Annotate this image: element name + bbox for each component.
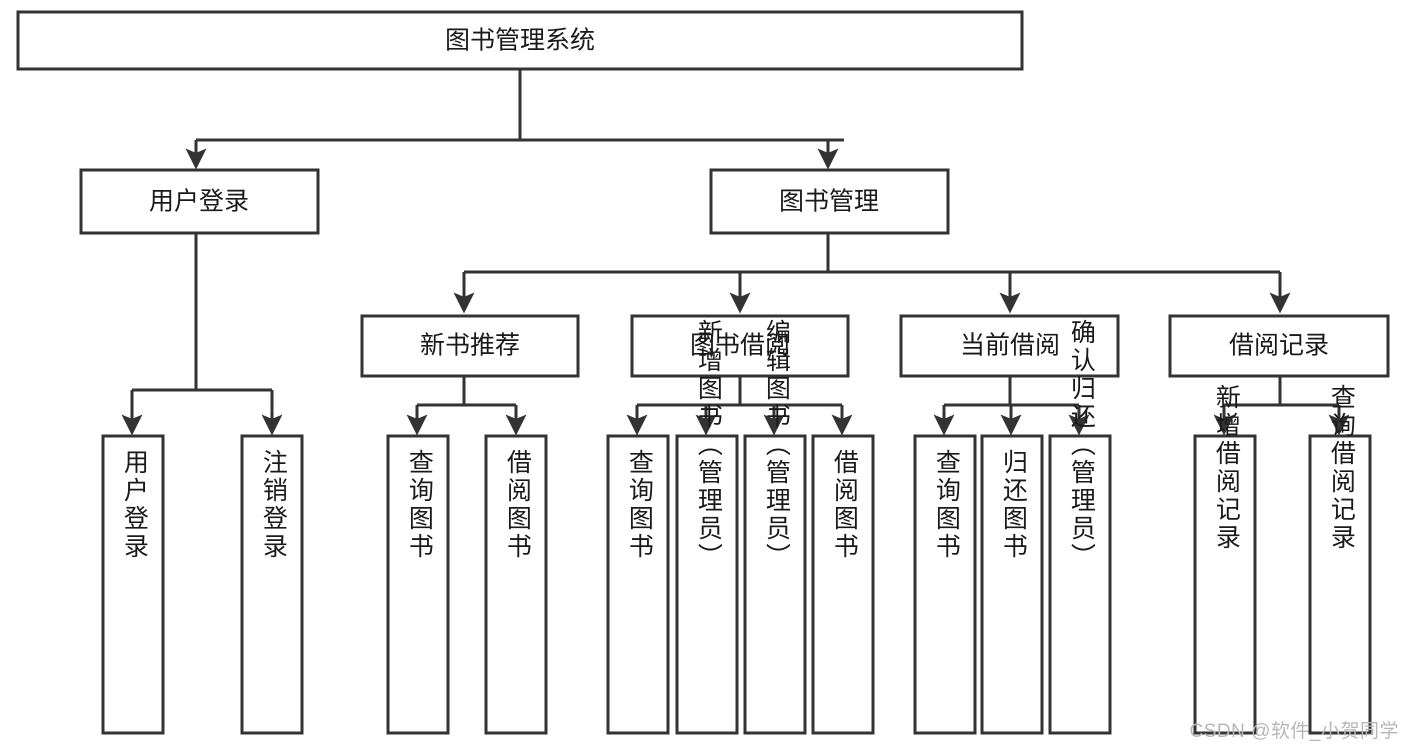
- node-leaf-query-book-1-label: 查询图书: [405, 449, 434, 561]
- node-leaf-add-book[interactable]: 新增图书（管理员）: [675, 319, 739, 735]
- node-leaf-return-book-label: 归还图书: [999, 449, 1028, 561]
- edge-borrow-record-children: [1213, 376, 1350, 436]
- node-leaf-logout-login-label: 注销登录: [259, 449, 288, 561]
- node-leaf-user-login[interactable]: 用户登录: [101, 434, 165, 735]
- node-book-manage[interactable]: 图书管理: [709, 168, 950, 235]
- node-leaf-user-login-label: 用户登录: [120, 449, 149, 561]
- node-current-borrow-label: 当前借阅: [960, 332, 1060, 360]
- node-leaf-borrow-book-2[interactable]: 借阅图书: [811, 434, 875, 735]
- node-leaf-query-book-3[interactable]: 查询图书: [913, 434, 977, 735]
- node-user-login[interactable]: 用户登录: [79, 168, 320, 235]
- node-leaf-query-record-label: 查询借阅记录: [1327, 384, 1356, 552]
- node-leaf-edit-book[interactable]: 编辑图书（管理员）: [743, 319, 807, 735]
- node-borrow-record-label: 借阅记录: [1229, 332, 1329, 360]
- node-leaf-query-record[interactable]: 查询借阅记录: [1308, 384, 1372, 735]
- node-leaf-query-book-2[interactable]: 查询图书: [606, 434, 670, 735]
- node-leaf-add-book-label: 新增图书（管理员）: [694, 319, 723, 571]
- node-leaf-add-record[interactable]: 新增借阅记录: [1193, 384, 1257, 735]
- node-user-login-label: 用户登录: [149, 188, 249, 216]
- node-leaf-borrow-book-2-label: 借阅图书: [830, 449, 859, 561]
- node-book-borrow-label: 图书借阅: [690, 332, 790, 360]
- edge-book-borrow-children: [626, 376, 853, 436]
- node-borrow-record[interactable]: 借阅记录: [1168, 314, 1390, 378]
- node-leaf-confirm-return-label: 确认归还（管理员）: [1067, 319, 1096, 571]
- node-book-manage-label: 图书管理: [779, 188, 879, 216]
- node-root-label: 图书管理系统: [445, 27, 595, 55]
- node-leaf-edit-book-label: 编辑图书（管理员）: [762, 319, 791, 571]
- csdn-watermark: CSDN @软件_小贺同学: [1189, 721, 1399, 742]
- edge-new-book-children: [406, 376, 527, 436]
- node-leaf-confirm-return[interactable]: 确认归还（管理员）: [1048, 319, 1112, 735]
- node-root[interactable]: 图书管理系统: [16, 10, 1024, 71]
- edge-user-login-children: [121, 233, 283, 436]
- node-leaf-query-book-1[interactable]: 查询图书: [386, 434, 450, 735]
- node-leaf-query-book-2-label: 查询图书: [625, 449, 654, 561]
- edge-book-manage-children: [453, 233, 1291, 314]
- node-current-borrow[interactable]: 当前借阅: [899, 314, 1120, 378]
- edge-root-trunk: [185, 69, 844, 170]
- node-leaf-borrow-book-1-label: 借阅图书: [503, 449, 532, 561]
- node-new-book-recommend-label: 新书推荐: [420, 332, 520, 360]
- node-new-book-recommend[interactable]: 新书推荐: [360, 314, 580, 378]
- node-book-borrow[interactable]: 图书借阅: [630, 314, 850, 378]
- node-leaf-query-book-3-label: 查询图书: [932, 449, 961, 561]
- node-leaf-return-book[interactable]: 归还图书: [980, 434, 1044, 735]
- node-leaf-logout-login[interactable]: 注销登录: [240, 434, 304, 735]
- node-leaf-borrow-book-1[interactable]: 借阅图书: [484, 434, 548, 735]
- edge-current-borrow-children: [933, 376, 1090, 436]
- node-leaf-add-record-label: 新增借阅记录: [1212, 384, 1241, 552]
